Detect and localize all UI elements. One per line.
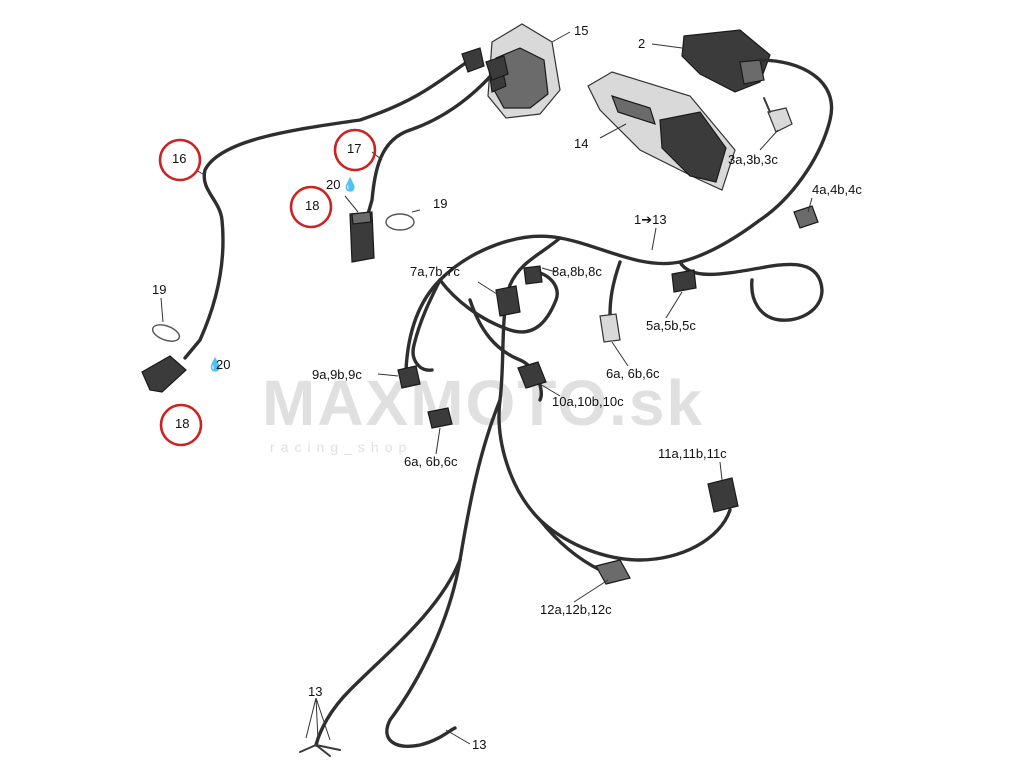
part-2-module[interactable] — [681, 29, 771, 93]
part-14-bracket[interactable] — [587, 71, 736, 191]
label-20-top: 20 — [326, 177, 340, 192]
connector-5[interactable] — [671, 269, 697, 293]
label-13-right: 13 — [472, 737, 486, 752]
label-4: 4a,4b,4c — [812, 182, 862, 197]
drop-icon-top: 💧 — [342, 177, 358, 192]
label-20-left: 20 — [216, 357, 230, 372]
highlight-circle-17 — [333, 128, 377, 172]
clamp-top[interactable] — [385, 213, 415, 231]
callout-labels: 15 2 14 3a,3b,3c 4a,4b,4c 16 17 20 💧 18 … — [152, 23, 862, 752]
watermark-tagline: racing_shop — [270, 439, 412, 455]
label-7: 7a,7b,7c — [410, 264, 460, 279]
label-16: 16 — [172, 151, 186, 166]
connector-9[interactable] — [397, 365, 421, 389]
main-harness — [299, 58, 834, 757]
drop-icon-left: 💧 — [207, 357, 223, 372]
part-3-connector[interactable] — [763, 97, 793, 133]
highlight-circles — [158, 128, 377, 447]
label-2: 2 — [638, 36, 645, 51]
spark-plug-cap-left[interactable] — [141, 355, 187, 393]
label-13-left: 13 — [308, 684, 322, 699]
label-3: 3a,3b,3c — [728, 152, 778, 167]
connector-11[interactable] — [707, 477, 739, 513]
clamp-left[interactable] — [150, 322, 181, 345]
label-19-left: 19 — [152, 282, 166, 297]
watermark-brand: MAXMOTO.sk — [262, 367, 704, 439]
connector-6-mid[interactable] — [599, 313, 621, 343]
label-18-top: 18 — [305, 198, 319, 213]
label-9: 9a,9b,9c — [312, 367, 362, 382]
highlight-circle-18-bottom — [159, 403, 203, 447]
label-6-low: 6a, 6b,6c — [404, 454, 458, 469]
connector-7[interactable] — [495, 285, 521, 317]
label-6-mid: 6a, 6b,6c — [606, 366, 660, 381]
highlight-circle-18-top — [289, 185, 333, 229]
label-14: 14 — [574, 136, 588, 151]
label-17: 17 — [347, 141, 361, 156]
connector-10[interactable] — [517, 361, 547, 389]
label-11: 11a,11b,11c — [658, 446, 727, 461]
label-1-13: 1➔13 — [634, 212, 667, 227]
ignition-wires — [183, 47, 509, 360]
highlight-circle-16 — [158, 138, 202, 182]
leader-lines — [160, 31, 813, 745]
label-12: 12a,12b,12c — [540, 602, 612, 617]
label-8: 8a,8b,8c — [552, 264, 602, 279]
connector-6-low[interactable] — [427, 407, 453, 429]
connector-12[interactable] — [595, 559, 631, 585]
spark-plug-cap-top[interactable] — [349, 211, 375, 263]
watermark: MAXMOTO.sk racing_shop — [262, 367, 704, 455]
label-5: 5a,5b,5c — [646, 318, 696, 333]
label-18-bottom: 18 — [175, 416, 189, 431]
label-15: 15 — [574, 23, 588, 38]
connector-8[interactable] — [523, 265, 543, 285]
label-19-top: 19 — [433, 196, 447, 211]
part-4-connector[interactable] — [793, 205, 819, 229]
label-10: 10a,10b,10c — [552, 394, 624, 409]
